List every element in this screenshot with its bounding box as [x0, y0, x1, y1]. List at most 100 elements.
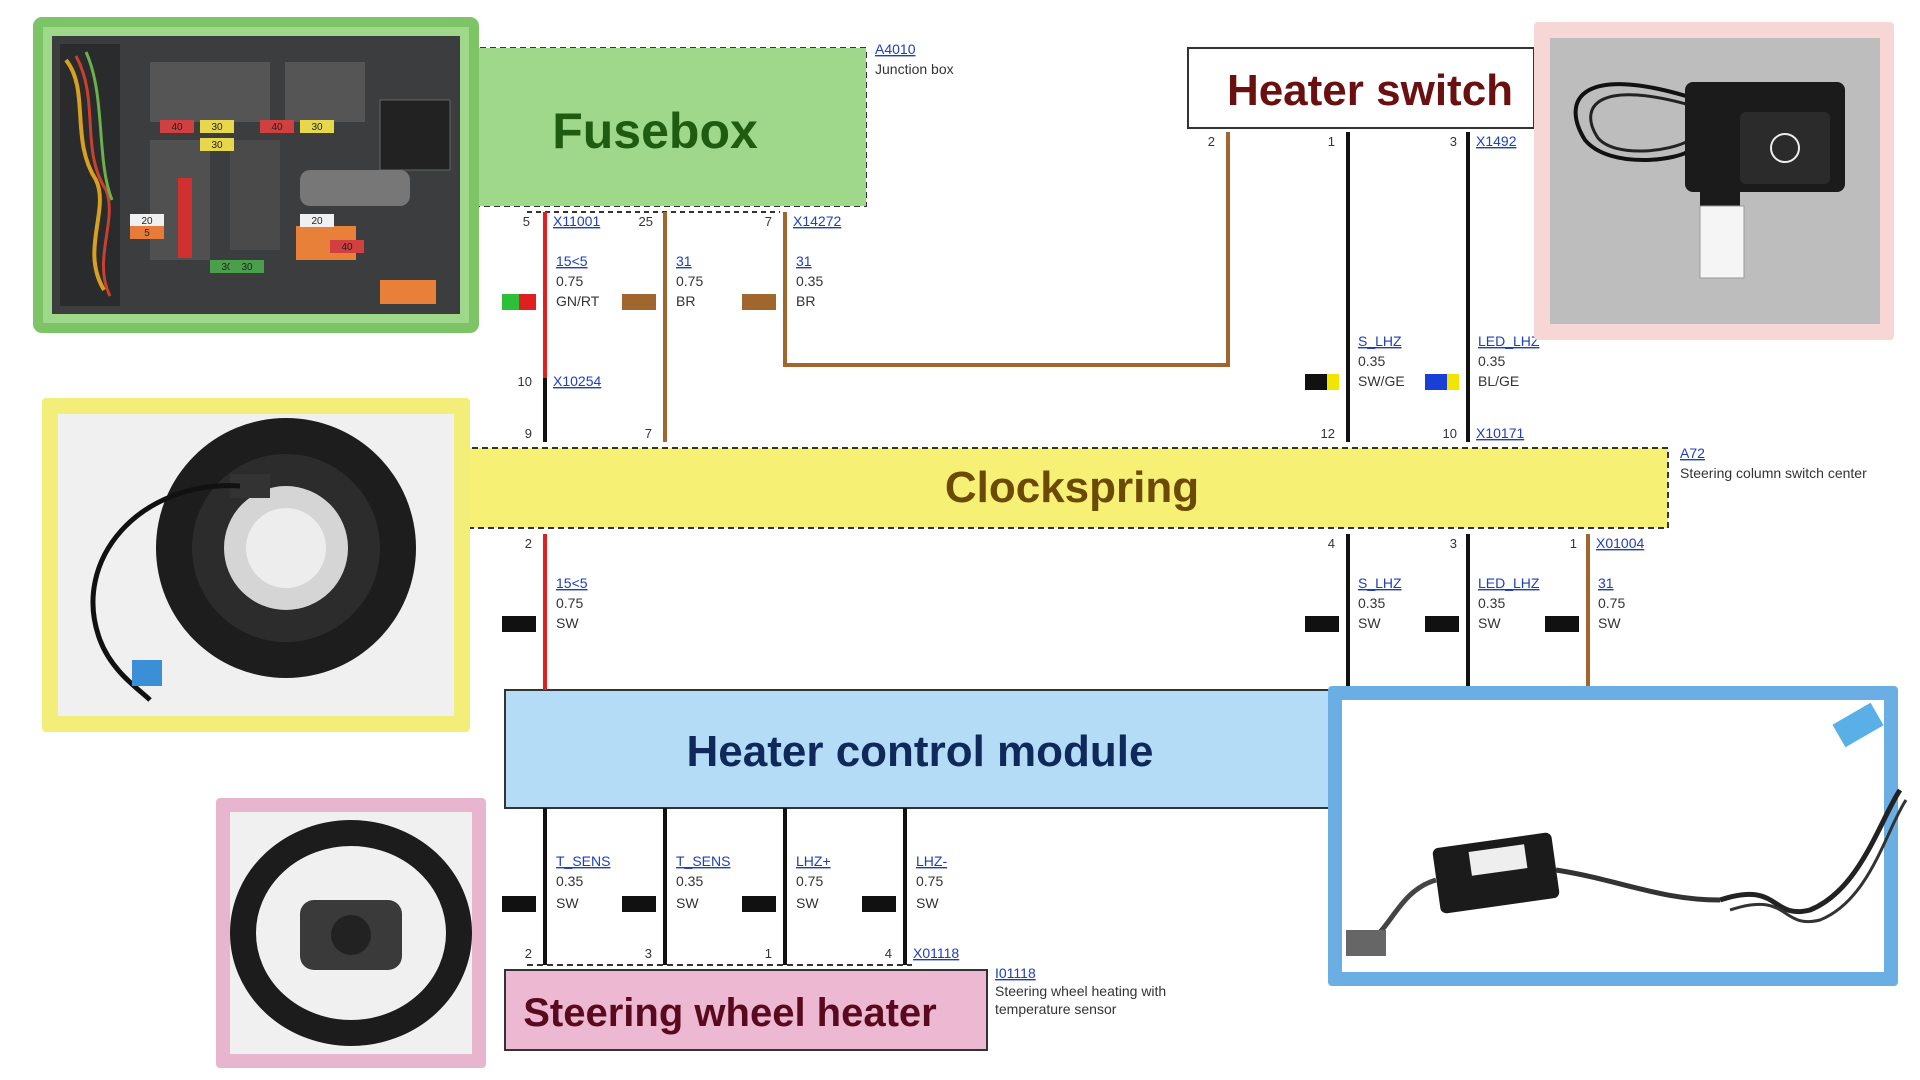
- heater-switch-photo: [1534, 22, 1894, 340]
- connector-x01004[interactable]: X01004: [1596, 535, 1644, 551]
- fuse-10: [230, 260, 264, 273]
- fuse-label-7: 20: [311, 216, 323, 227]
- svg-text:0.35: 0.35: [1358, 595, 1385, 611]
- switch-pin-2: 2: [1208, 134, 1215, 149]
- swh-ref[interactable]: I01118: [995, 965, 1036, 981]
- clockspring-photo: [42, 398, 470, 732]
- heater-control-module-title: Heater control module: [687, 727, 1154, 776]
- fusebox-title: Fusebox: [552, 103, 758, 159]
- fuse-label-3: 40: [271, 122, 283, 133]
- swatch-black-3: [1305, 616, 1339, 632]
- swh-pin-2: 2: [525, 946, 532, 961]
- svg-text:SW: SW: [1478, 615, 1501, 631]
- pin-25: 25: [639, 214, 653, 229]
- svg-text:SW: SW: [556, 895, 579, 911]
- fuse-label-6: 5: [144, 228, 150, 239]
- swatch-black-2: [502, 616, 536, 632]
- swatch-yellow-2: [1447, 374, 1459, 390]
- clock-bot-pin-2: 2: [525, 536, 532, 551]
- svg-text:S_LHZ: S_LHZ: [1358, 333, 1402, 349]
- label-tsens-1: T_SENS 0.35 SW: [556, 853, 610, 911]
- label-15-5-bot: 15<5 0.75 SW: [556, 575, 588, 631]
- svg-text:0.35: 0.35: [676, 873, 703, 889]
- clockspring-ref[interactable]: A72: [1680, 445, 1705, 461]
- clock-top-pin-12: 12: [1321, 426, 1335, 441]
- swatch-red: [519, 294, 536, 310]
- clock-bot-pin-3: 3: [1450, 536, 1457, 551]
- svg-text:0.35: 0.35: [1478, 595, 1505, 611]
- svg-text:0.35: 0.35: [1358, 353, 1385, 369]
- label-s-lhz-top: S_LHZ 0.35 SW/GE: [1358, 333, 1405, 389]
- label-31-fuse: 31 0.75 BR: [676, 253, 703, 309]
- svg-text:SW: SW: [916, 895, 939, 911]
- heater-control-module-photo: [1328, 686, 1908, 986]
- svg-text:BR: BR: [676, 293, 695, 309]
- fuse-label-2: 30: [211, 140, 223, 151]
- fusebox-photo: [33, 17, 479, 333]
- connector-x14272[interactable]: X14272: [793, 213, 841, 229]
- svg-text:SW: SW: [556, 615, 579, 631]
- svg-text:GN/RT: GN/RT: [556, 293, 600, 309]
- label-lhz-minus: LHZ- 0.75 SW: [916, 853, 947, 911]
- swatch-yellow-1: [1327, 374, 1339, 390]
- connector-x10171[interactable]: X10171: [1476, 425, 1524, 441]
- fusebox-label-bg: [470, 48, 866, 206]
- fuse-0: [160, 120, 194, 133]
- fuse-3: [260, 120, 294, 133]
- label-lhz-plus: LHZ+ 0.75 SW: [796, 853, 831, 911]
- label-led-lhz-top: LED_LHZ 0.35 BL/GE: [1478, 333, 1540, 389]
- swh-pin-1: 1: [765, 946, 772, 961]
- swatch-black-4: [1425, 616, 1459, 632]
- clock-top-pin-10: 10: [1443, 426, 1457, 441]
- svg-text:BR: BR: [796, 293, 815, 309]
- fuse-label-0: 40: [171, 122, 183, 133]
- svg-text:0.75: 0.75: [556, 273, 583, 289]
- clock-top-pin-7: 7: [645, 426, 652, 441]
- svg-text:0.75: 0.75: [916, 873, 943, 889]
- swatch-black-9: [862, 896, 896, 912]
- clock-bot-pin-1: 1: [1570, 536, 1577, 551]
- connector-x11001[interactable]: X11001: [553, 213, 600, 229]
- svg-text:0.35: 0.35: [1478, 353, 1505, 369]
- label-15-5-top: 15<5 0.75 GN/RT: [556, 253, 600, 309]
- clockspring-title: Clockspring: [945, 463, 1199, 512]
- clockspring-desc: Steering column switch center: [1680, 465, 1867, 481]
- svg-text:31: 31: [1598, 575, 1614, 591]
- connector-x01118[interactable]: X01118: [913, 945, 959, 961]
- svg-text:SW: SW: [1598, 615, 1621, 631]
- wire-31-brown-switch: [783, 132, 1230, 367]
- label-s-lhz-bot: S_LHZ 0.35 SW: [1358, 575, 1402, 631]
- clock-top-pin-9: 9: [525, 426, 532, 441]
- steering-wheel-heater-box: [504, 969, 988, 1051]
- fuse-7: [300, 214, 334, 227]
- svg-text:0.75: 0.75: [556, 595, 583, 611]
- svg-text:SW: SW: [796, 895, 819, 911]
- pin-7-x14272: 7: [765, 214, 772, 229]
- connector-x10254[interactable]: X10254: [553, 373, 601, 389]
- fuse-label-9: 30: [221, 262, 233, 273]
- heater-switch-title: Heater switch: [1227, 66, 1513, 115]
- swatch-black-8: [742, 896, 776, 912]
- swh-desc-line1: Steering wheel heating with: [995, 983, 1166, 999]
- fuse-8: [330, 240, 364, 253]
- swatch-black-1: [1305, 374, 1327, 390]
- fusebox-ref[interactable]: A4010: [875, 41, 916, 57]
- swatch-brown-1: [622, 294, 656, 310]
- svg-text:T_SENS: T_SENS: [556, 853, 610, 869]
- svg-text:LED_LHZ: LED_LHZ: [1478, 575, 1540, 591]
- label-31-bot: 31 0.75 SW: [1598, 575, 1625, 631]
- heater-switch-box: [1187, 47, 1535, 129]
- fuse-5: [130, 214, 164, 227]
- svg-text:T_SENS: T_SENS: [676, 853, 730, 869]
- svg-text:S_LHZ: S_LHZ: [1358, 575, 1402, 591]
- svg-text:LED_LHZ: LED_LHZ: [1478, 333, 1540, 349]
- swatch-brown-2: [742, 294, 776, 310]
- connector-x1492[interactable]: X1492: [1476, 133, 1517, 149]
- switch-pin-3: 3: [1450, 134, 1457, 149]
- pin-5: 5: [523, 214, 530, 229]
- svg-text:0.75: 0.75: [1598, 595, 1625, 611]
- pin-10-x10254: 10: [518, 374, 532, 389]
- swh-desc-line2: temperature sensor: [995, 1001, 1117, 1017]
- svg-text:0.75: 0.75: [676, 273, 703, 289]
- swh-pin-4: 4: [885, 946, 892, 961]
